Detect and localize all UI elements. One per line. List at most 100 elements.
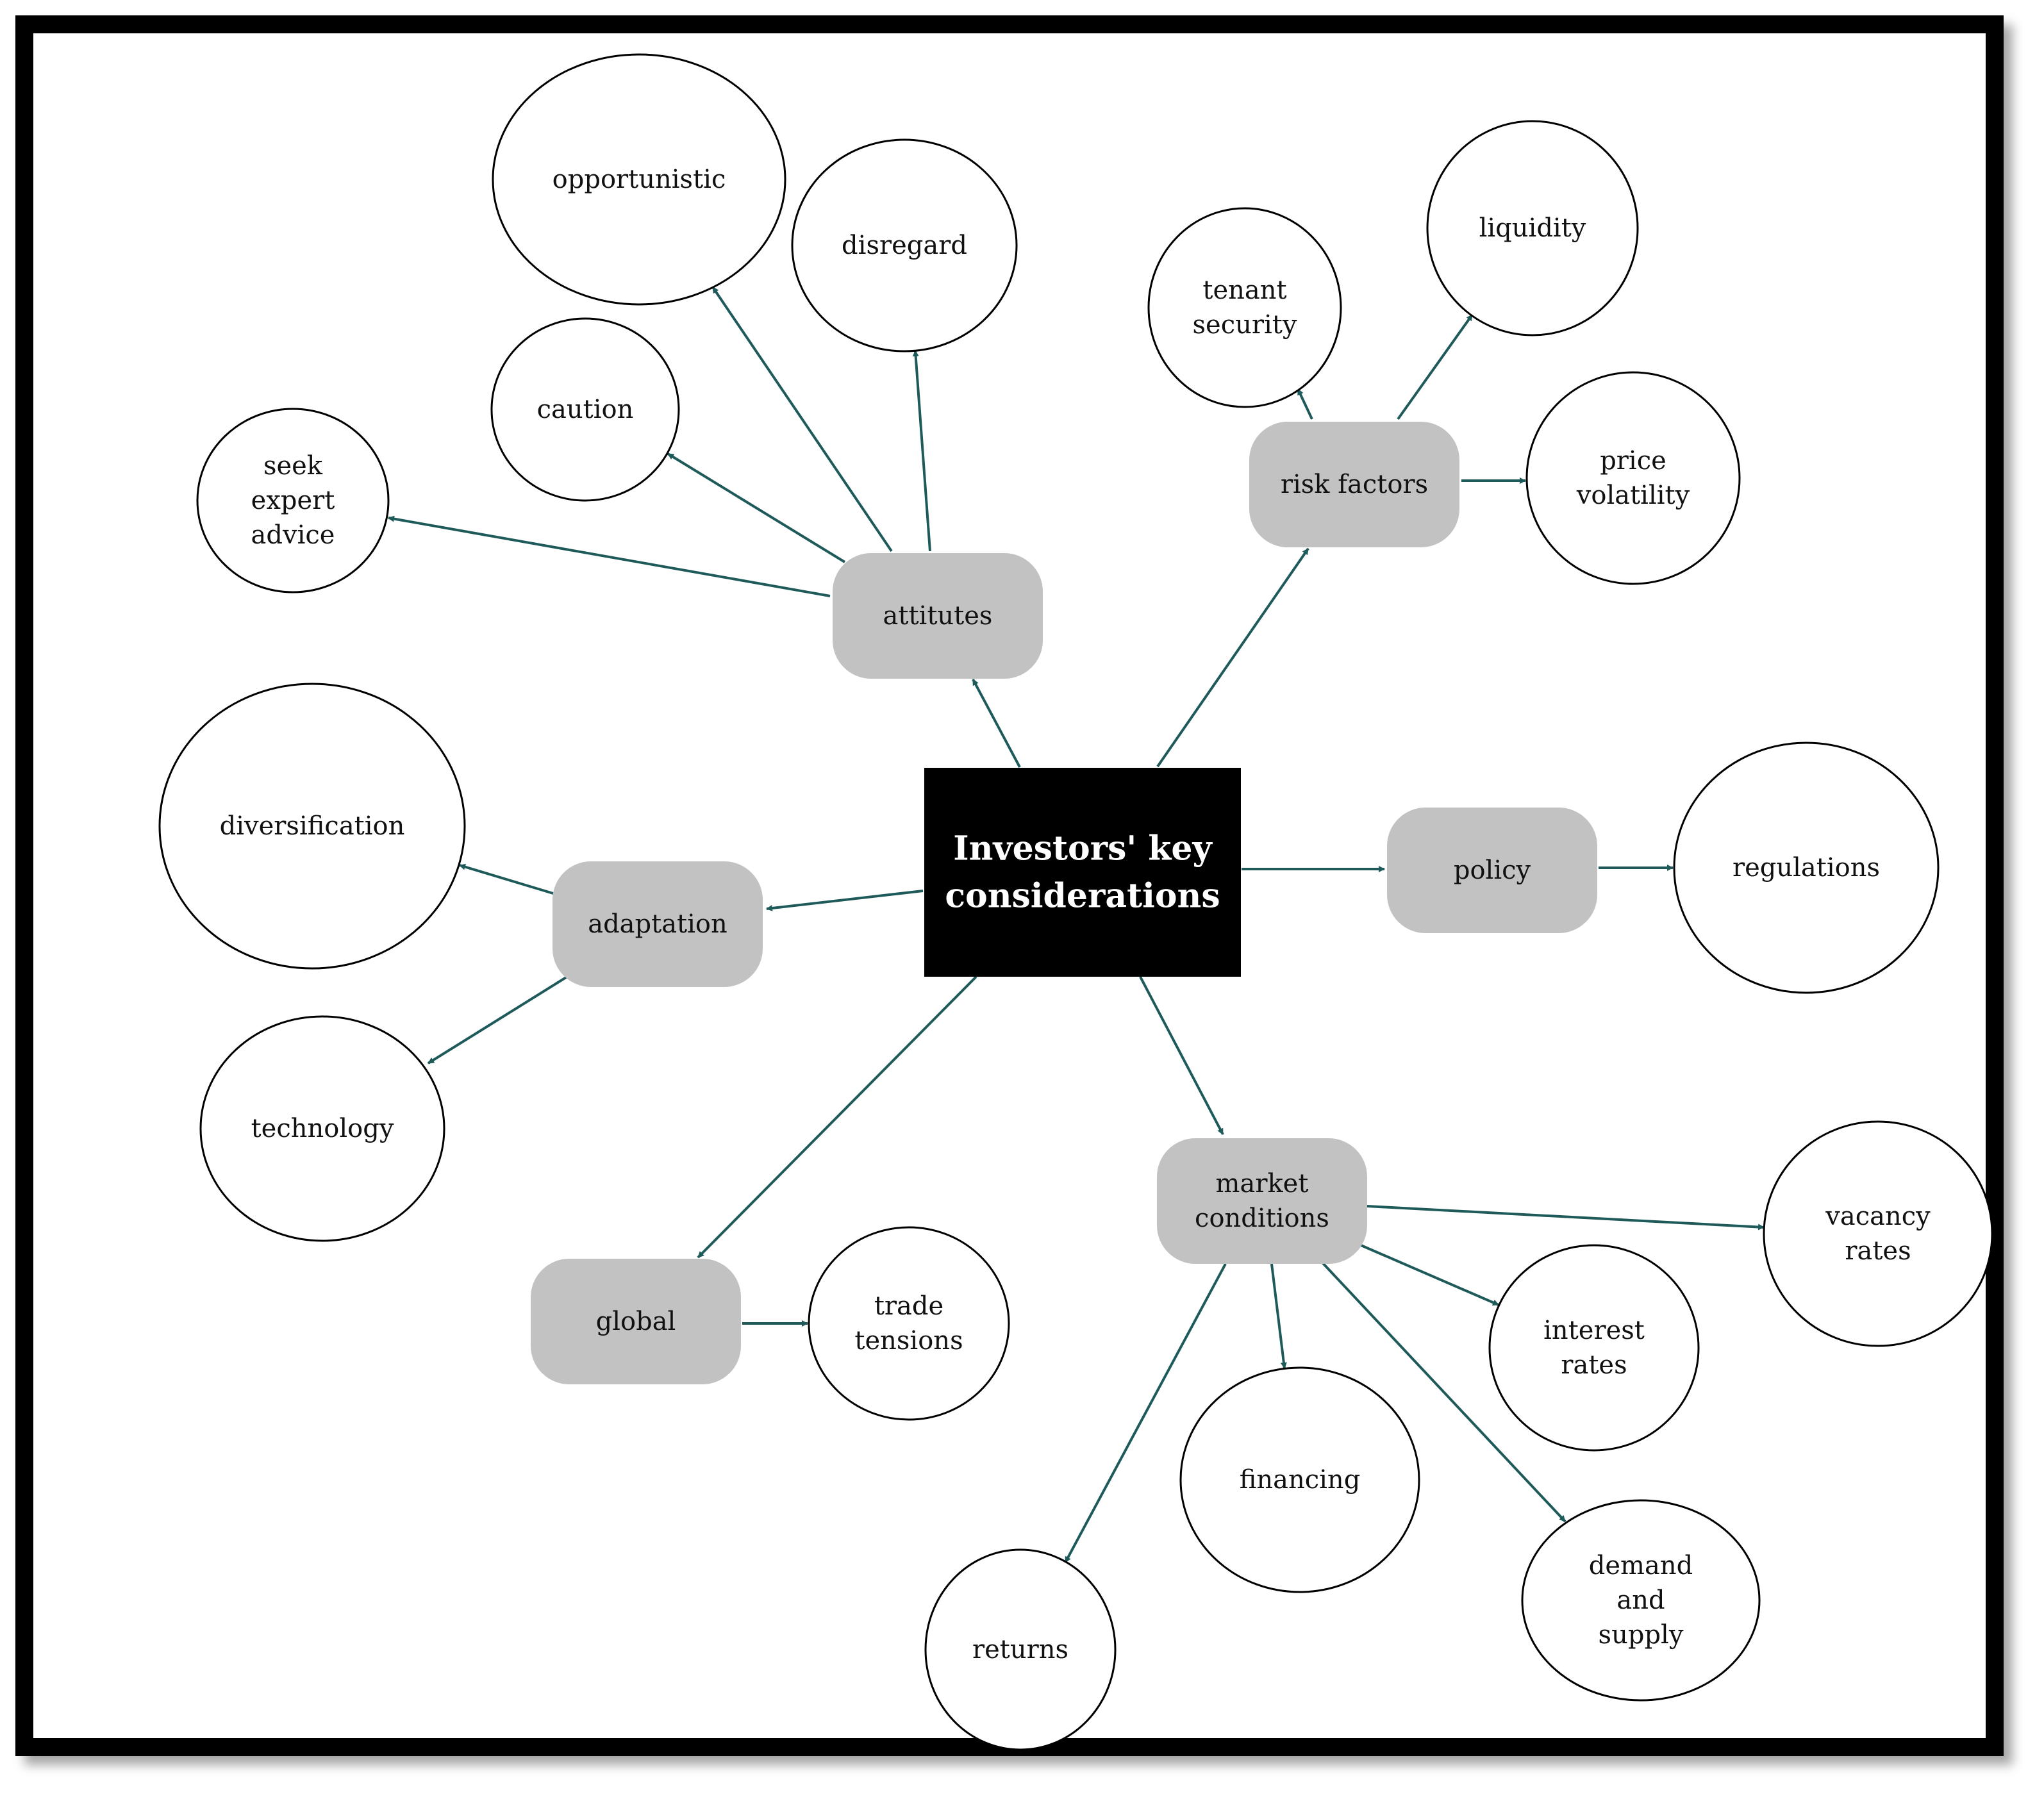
category-policy-label: policy	[1454, 856, 1531, 885]
leaf-financing-circle	[1179, 1366, 1420, 1593]
leaf-seek-expert-advice: seek expert advice	[196, 408, 390, 593]
leaf-regulations-circle	[1673, 742, 1940, 994]
leaf-disregard-circle	[791, 138, 1018, 352]
category-policy: policy	[1387, 808, 1597, 933]
category-market-conditions-box	[1157, 1138, 1367, 1264]
connector-arrow	[766, 890, 924, 911]
leaf-interest-rates: interest rates	[1488, 1244, 1700, 1452]
connector-arrow	[427, 974, 570, 1065]
category-global: global	[531, 1259, 741, 1384]
leaf-interest-rates-label: interest	[1543, 1316, 1645, 1345]
category-global-box	[531, 1259, 741, 1384]
leaf-vacancy-rates-label: vacancy	[1825, 1202, 1931, 1231]
category-attitutes-box	[833, 553, 1043, 679]
leaf-technology-label: technology	[251, 1114, 394, 1143]
leaf-interest-rates-label: rates	[1561, 1350, 1627, 1380]
center-node-box	[924, 768, 1241, 977]
leaf-returns-circle	[924, 1548, 1117, 1751]
category-risk-factors-label: risk factors	[1281, 470, 1428, 499]
category-global-label: global	[596, 1307, 676, 1336]
leaf-financing-label: financing	[1240, 1465, 1361, 1495]
leaf-regulations: regulations	[1673, 742, 1940, 994]
leaf-interest-rates-circle	[1488, 1244, 1700, 1452]
leaf-returns: returns	[924, 1548, 1117, 1751]
leaf-trade-tensions-circle	[808, 1226, 1010, 1421]
leaf-demand-and-supply-label: and	[1616, 1586, 1665, 1615]
leaf-demand-and-supply: demand and supply	[1521, 1499, 1761, 1702]
leaf-diversification-label: diversification	[220, 811, 405, 841]
diagram-nodes: Investors' key considerations attitutes ris…	[158, 53, 1993, 1751]
connector-arrow	[1139, 976, 1224, 1135]
leaf-trade-tensions-label: tensions	[854, 1326, 963, 1355]
leaf-opportunistic-label: opportunistic	[553, 165, 726, 194]
category-market-conditions-label: conditions	[1195, 1204, 1329, 1233]
leaf-seek-expert-advice-label: advice	[251, 520, 335, 550]
leaf-tenant-security: tenant security	[1147, 207, 1342, 408]
leaf-financing: financing	[1179, 1366, 1420, 1593]
connector-arrows	[388, 286, 1765, 1563]
leaf-vacancy-rates-circle	[1763, 1120, 1993, 1347]
leaf-liquidity-circle	[1426, 120, 1639, 336]
leaf-returns-label: returns	[972, 1635, 1068, 1664]
center-node: Investors' key considerations	[924, 768, 1241, 977]
leaf-seek-expert-advice-label: expert	[251, 486, 335, 515]
connector-arrow	[972, 679, 1021, 768]
connector-arrow	[1397, 313, 1474, 420]
leaf-price-volatility-circle	[1525, 371, 1741, 585]
leaf-price-volatility-label: price	[1600, 446, 1666, 476]
leaf-disregard-label: disregard	[842, 231, 967, 260]
connector-arrow	[1270, 1263, 1287, 1369]
category-adaptation-box	[553, 861, 763, 987]
leaf-opportunistic: opportunistic	[492, 53, 786, 306]
connector-arrow	[1064, 1263, 1227, 1563]
leaf-tenant-security-circle	[1147, 207, 1342, 408]
center-node-label: Investors' key	[953, 829, 1213, 868]
category-policy-box	[1387, 808, 1597, 933]
category-risk-factors-box	[1249, 422, 1459, 547]
leaf-diversification-circle	[158, 683, 466, 970]
connector-arrow	[1297, 388, 1313, 420]
category-market-conditions-label: market	[1216, 1169, 1309, 1198]
leaf-seek-expert-advice-circle	[196, 408, 390, 593]
connector-arrow	[912, 350, 931, 552]
leaf-tenant-security-label: security	[1193, 310, 1297, 340]
leaf-disregard: disregard	[791, 138, 1018, 352]
leaf-liquidity: liquidity	[1426, 120, 1639, 336]
connector-arrow	[1359, 1243, 1499, 1306]
connector-arrow	[711, 286, 893, 552]
leaf-trade-tensions-label: trade	[874, 1291, 943, 1321]
leaf-price-volatility-label: volatility	[1576, 481, 1690, 510]
leaf-technology: technology	[199, 1015, 445, 1242]
leaf-opportunistic-circle	[492, 53, 786, 306]
leaf-caution-label: caution	[537, 395, 634, 424]
connector-arrow	[1367, 1205, 1765, 1231]
leaf-seek-expert-advice-label: seek	[263, 451, 323, 481]
leaf-tenant-security-label: tenant	[1202, 276, 1286, 305]
leaf-demand-and-supply-label: supply	[1599, 1620, 1684, 1650]
category-risk-factors: risk factors	[1249, 422, 1459, 547]
leaf-technology-circle	[199, 1015, 445, 1242]
leaf-demand-and-supply-label: demand	[1589, 1551, 1693, 1580]
leaf-price-volatility: price volatility	[1525, 371, 1741, 585]
leaf-caution-circle	[490, 317, 680, 502]
leaf-caution: caution	[490, 317, 680, 502]
center-node-label: considerations	[945, 877, 1220, 916]
connector-arrow	[1156, 547, 1309, 768]
category-adaptation-label: adaptation	[588, 909, 727, 939]
category-adaptation: adaptation	[553, 861, 763, 987]
connector-arrow	[388, 515, 831, 597]
category-attitutes: attitutes	[833, 553, 1043, 679]
connector-arrow	[667, 452, 846, 563]
leaf-diversification: diversification	[158, 683, 466, 970]
category-attitutes-label: attitutes	[883, 601, 993, 631]
leaf-vacancy-rates-label: rates	[1845, 1236, 1911, 1266]
category-market-conditions: market conditions	[1157, 1138, 1367, 1264]
leaf-vacancy-rates: vacancy rates	[1763, 1120, 1993, 1347]
leaf-trade-tensions: trade tensions	[808, 1226, 1010, 1421]
connector-arrow	[459, 863, 554, 895]
connector-arrow	[697, 975, 977, 1259]
leaf-liquidity-label: liquidity	[1479, 213, 1586, 243]
connector-arrow	[1321, 1261, 1566, 1523]
leaf-regulations-label: regulations	[1732, 853, 1880, 883]
